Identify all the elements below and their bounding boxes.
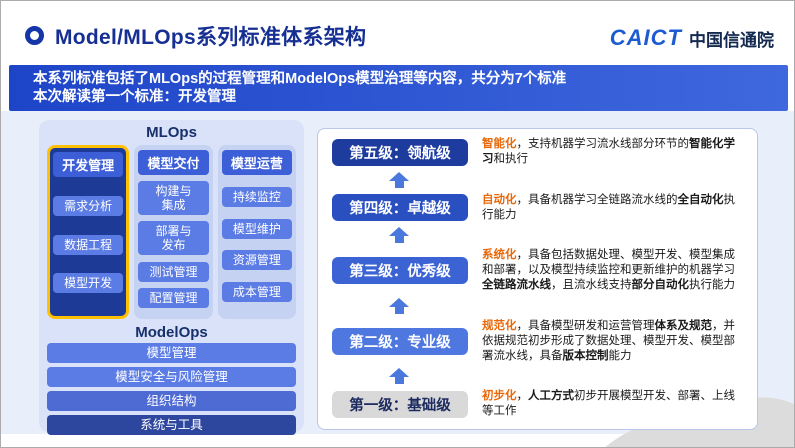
intro-banner-line1: 本系列标准包括了MLOps的过程管理和ModelOps模型治理等内容，共分为7个… [33, 71, 567, 87]
desc-segment: 执行能力 [482, 193, 735, 221]
arrow-row [332, 227, 743, 244]
caict-logo-text: CAICT [609, 25, 682, 50]
item-cost-management: 成本管理 [221, 282, 292, 303]
arrow-row [332, 297, 743, 314]
intro-banner-line2: 本次解读第一个标准：开发管理 [33, 89, 236, 105]
column-header-model-delivery: 模型交付 [138, 150, 209, 175]
page-title: Model/MLOps系列标准体系架构 [55, 26, 367, 49]
level-3-description: 系统化，具备包括数据处理、模型开发、模型集成和部署，以及模型持续监控和更新维护的… [482, 248, 743, 293]
desc-segment: 智能化 [482, 138, 517, 150]
item-build-integration: 构建与 集成 [138, 181, 209, 216]
desc-segment: 初步化 [482, 390, 517, 402]
desc-segment: 版本控制 [562, 349, 609, 362]
desc-segment: 自动化 [482, 193, 517, 206]
level-1-badge: 第一级：基础级 [332, 390, 468, 418]
up-arrow-icon [389, 297, 409, 314]
row-org-structure: 组织结构 [47, 391, 296, 411]
level-5-badge: 第五级：领航级 [332, 138, 468, 166]
maturity-ladder-panel: 第五级：领航级 智能化，支持机器学习流水线部分环节的智能化学习和执行 第四级：卓… [317, 128, 758, 430]
mlops-column-dev-management: 开发管理 需求分析 数据工程 模型开发 [47, 145, 130, 319]
intro-banner: 本系列标准包括了MLOps的过程管理和ModelOps模型治理等内容，共分为7个… [9, 65, 788, 111]
item-test-management: 测试管理 [138, 261, 209, 282]
maturity-level-1-row: 第一级：基础级 初步化，人工方式初步开展模型开发、部署、上线等工作 [332, 389, 743, 419]
desc-segment: 部分自动化 [631, 279, 690, 291]
desc-segment: 智能化学习 [482, 138, 735, 165]
desc-segment: ，并依据规范初步形成了数据处理、模型开发、模型部署流水线，具备 [482, 319, 735, 362]
mlops-column-model-operation: 模型运营 持续监控 模型维护 资源管理 成本管理 [217, 145, 296, 319]
desc-segment: ，支持机器学习流水线部分环节的 [516, 138, 690, 150]
desc-segment: ，具备模型研发和运营管理 [516, 319, 655, 332]
caict-logo-cn-text: 中国信通院 [689, 30, 774, 50]
column-header-dev-management: 开发管理 [53, 152, 124, 177]
desc-segment: 能力 [608, 349, 632, 362]
desc-segment: 系统化 [482, 249, 517, 261]
row-systems-tools: 系统与工具 [47, 415, 296, 435]
mlops-columns: 开发管理 需求分析 数据工程 模型开发 模型交付 构建与 集成 部署与 发布 测… [47, 145, 296, 319]
column-header-model-operation: 模型运营 [221, 150, 292, 175]
maturity-level-4-row: 第四级：卓越级 自动化，具备机器学习全链路流水线的全自动化执行能力 [332, 193, 743, 223]
desc-segment: 体系及规范 [654, 319, 713, 332]
desc-segment: 和执行 [493, 153, 529, 165]
arrow-row [332, 171, 743, 188]
modelops-rows: 模型管理 模型安全与风险管理 组织结构 系统与工具 [47, 343, 296, 435]
mlops-architecture-panel: MLOps 开发管理 需求分析 数据工程 模型开发 模型交付 构建与 集成 部署… [39, 120, 304, 435]
ring-bullet-icon [25, 26, 44, 45]
item-requirement-analysis: 需求分析 [53, 195, 124, 216]
item-resource-management: 资源管理 [221, 250, 292, 271]
up-arrow-icon [389, 227, 409, 244]
desc-segment: 规范化 [482, 319, 517, 332]
desc-segment: ，且流水线支持 [551, 279, 632, 291]
row-model-management: 模型管理 [47, 343, 296, 363]
maturity-level-3-row: 第三级：优秀级 系统化，具备包括数据处理、模型开发、模型集成和部署，以及模型持续… [332, 248, 743, 293]
desc-segment: 人工方式 [528, 390, 574, 402]
desc-segment: ，具备包括数据处理、模型开发、模型集成和部署，以及模型持续监控和更新维护的机器学… [482, 249, 735, 276]
mlops-column-model-delivery: 模型交付 构建与 集成 部署与 发布 测试管理 配置管理 [134, 145, 213, 319]
column-items: 持续监控 模型维护 资源管理 成本管理 [221, 175, 292, 314]
caict-logo: CAICT 中国信通院 [610, 25, 774, 51]
item-data-engineering: 数据工程 [53, 234, 124, 255]
mlops-section-title: MLOps [146, 124, 197, 141]
item-deploy-release: 部署与 发布 [138, 221, 209, 256]
desc-segment: 全自动化 [677, 193, 724, 206]
item-config-management: 配置管理 [138, 287, 209, 308]
level-5-description: 智能化，支持机器学习流水线部分环节的智能化学习和执行 [482, 137, 743, 167]
desc-segment: 执行能力 [689, 279, 735, 291]
up-arrow-icon [389, 368, 409, 385]
level-4-badge: 第四级：卓越级 [332, 194, 468, 221]
level-2-badge: 第二级：专业级 [332, 327, 468, 355]
item-continuous-monitoring: 持续监控 [221, 186, 292, 207]
maturity-level-2-row: 第二级：专业级 规范化，具备模型研发和运营管理体系及规范，并依据规范初步形成了数… [332, 319, 743, 364]
level-3-badge: 第三级：优秀级 [332, 257, 468, 284]
desc-segment: 全链路流水线 [482, 279, 551, 291]
desc-segment: 初步开展模型开发、部署、上线等工作 [482, 390, 735, 417]
column-items: 构建与 集成 部署与 发布 测试管理 配置管理 [138, 175, 209, 314]
level-2-description: 规范化，具备模型研发和运营管理体系及规范，并依据规范初步形成了数据处理、模型开发… [482, 319, 743, 364]
desc-segment: ，具备机器学习全链路流水线的 [516, 193, 678, 206]
slide-header: Model/MLOps系列标准体系架构 CAICT 中国信通院 [1, 1, 794, 65]
maturity-level-5-row: 第五级：领航级 智能化，支持机器学习流水线部分环节的智能化学习和执行 [332, 137, 743, 167]
level-4-description: 自动化，具备机器学习全链路流水线的全自动化执行能力 [482, 193, 743, 223]
column-items: 需求分析 数据工程 模型开发 [53, 177, 124, 312]
item-model-maintenance: 模型维护 [221, 218, 292, 239]
modelops-section-title: ModelOps [135, 324, 208, 341]
arrow-row [332, 368, 743, 385]
item-model-development: 模型开发 [53, 273, 124, 294]
desc-segment: ， [516, 390, 529, 402]
up-arrow-icon [389, 171, 409, 188]
level-1-description: 初步化，人工方式初步开展模型开发、部署、上线等工作 [482, 389, 743, 419]
row-model-security-risk: 模型安全与风险管理 [47, 367, 296, 387]
